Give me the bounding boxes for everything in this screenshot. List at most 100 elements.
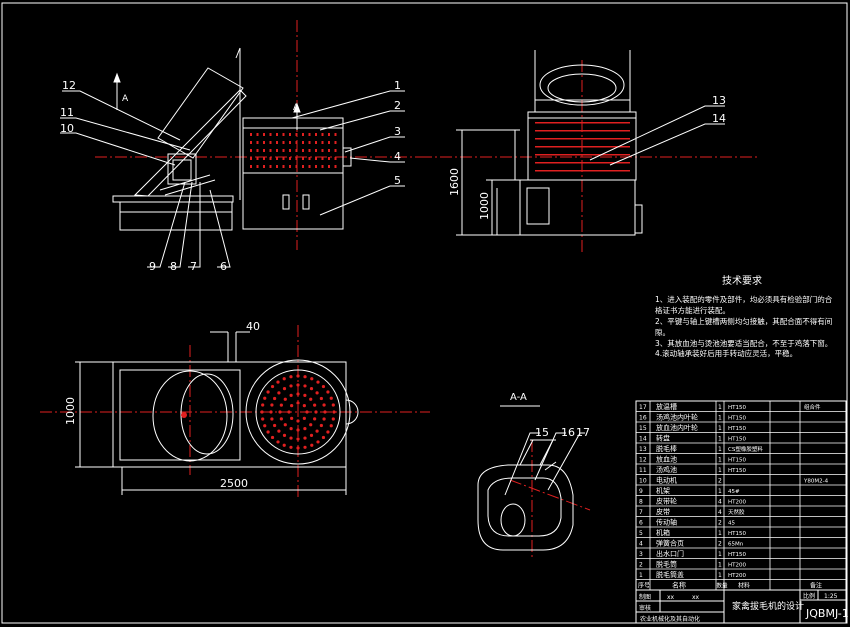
drawing-number: JQBMJ-1 [805, 607, 849, 620]
perforation-dot [322, 403, 326, 407]
cell-qty: 1 [718, 572, 722, 579]
section-mark-a2: A [293, 103, 300, 113]
perforation-dot [263, 133, 265, 136]
cell-no: 13 [639, 446, 647, 453]
front-leaders [60, 90, 405, 268]
perforation-dot [282, 433, 287, 437]
scale-label: 比例 [803, 592, 815, 600]
perforation-dot [329, 424, 333, 428]
requirement-line: 4.滚动轴承装好后用手转动应灵活，平稳。 [655, 348, 797, 358]
callout-15: 15 [535, 426, 549, 439]
cell-material: 65Mn [728, 542, 744, 548]
cell-material: 天然胶 [728, 508, 745, 516]
perforation-dot [282, 443, 286, 447]
cell-name: 汤鸡池 [656, 465, 677, 474]
header-qty: 数量 [717, 582, 729, 590]
cell-qty: 1 [718, 446, 722, 453]
perforation-dot [296, 428, 300, 432]
cell-no: 11 [639, 467, 647, 474]
cell-name: 传动轴 [656, 518, 677, 527]
perforation-dot [263, 141, 265, 144]
perforation-dot [302, 165, 304, 168]
perforation-dot [295, 133, 298, 136]
cell-qty: 1 [718, 404, 722, 411]
perforation-dot [282, 149, 285, 152]
perforation-dot [276, 165, 278, 168]
callout-14: 14 [712, 112, 726, 125]
perforation-dot [303, 375, 307, 379]
perforation-dot [314, 410, 318, 414]
cell-material: HT150 [728, 437, 746, 443]
callout-1: 1 [394, 79, 401, 92]
perforation-dot [283, 423, 287, 427]
design-label: 制图 [639, 593, 651, 601]
header-name: 名称 [672, 581, 686, 590]
perforation-dot [296, 383, 300, 387]
perforation-dot [263, 149, 265, 152]
side-leaders [589, 105, 725, 166]
cell-no: 14 [639, 436, 647, 443]
perforation-dot [290, 416, 294, 420]
callout-17: 17 [576, 426, 590, 439]
perforation-dot [321, 141, 324, 144]
cell-material: HT150 [728, 426, 746, 432]
perforation-dot [296, 392, 300, 396]
perforation-dot [321, 133, 324, 136]
perforation-dot [332, 410, 336, 414]
perforation-dot [276, 157, 278, 160]
cell-no: 8 [639, 499, 643, 506]
perforation-dot [296, 437, 300, 441]
side-perforations [535, 122, 630, 172]
cell-qty: 1 [718, 488, 722, 495]
perforation-dot [269, 157, 272, 160]
perforation-dot [289, 165, 291, 168]
perforation-dot [334, 165, 337, 168]
top-hub-mark [181, 412, 187, 418]
cell-name: 脱毛筒 [656, 560, 677, 569]
top-view [75, 331, 359, 495]
cell-material: HT200 [728, 500, 746, 506]
cell-name: 电动机 [656, 476, 677, 485]
cell-name: 机箱 [656, 528, 670, 537]
cell-name: 皮带轮 [656, 497, 677, 506]
perforation-dot [334, 141, 337, 144]
side-view [496, 50, 643, 236]
perforation-dot [256, 165, 259, 168]
perforation-line [535, 154, 630, 156]
perforation-dot [279, 403, 283, 407]
perforation-dot [295, 165, 298, 168]
header-note: 备注 [810, 582, 822, 590]
perforation-dot [256, 157, 259, 160]
perforation-dot [296, 374, 300, 378]
perforation-dot [282, 141, 285, 144]
perforation-dot [302, 404, 306, 408]
perforation-dot [269, 141, 272, 144]
cell-no: 6 [639, 520, 643, 527]
callout-16: 16 [561, 426, 575, 439]
perforation-dot [310, 443, 314, 447]
perforation-dot [331, 417, 335, 421]
perforation-dot [328, 165, 330, 168]
perforation-dot [302, 157, 304, 160]
cell-material: HT150 [728, 552, 746, 558]
perforation-dot [296, 401, 300, 405]
cell-material: HT200 [728, 573, 746, 579]
perforation-dot [266, 430, 270, 434]
perforation-dot [302, 149, 304, 152]
perforation-dot [313, 417, 317, 421]
section-mark-a1: A [122, 94, 129, 104]
perforation-dot [316, 380, 320, 384]
perforation-dot [328, 157, 330, 160]
perforation-line [535, 170, 630, 172]
perforation-dot [309, 433, 314, 437]
cell-qty: 2 [718, 541, 722, 548]
perforation-dot [295, 141, 298, 144]
perforation-dot [321, 149, 324, 152]
perforation-dot [269, 133, 272, 136]
callout-13: 13 [712, 94, 726, 107]
perforation-dot [269, 165, 272, 168]
perforation-dot [260, 410, 264, 414]
perforation-dot [276, 141, 278, 144]
